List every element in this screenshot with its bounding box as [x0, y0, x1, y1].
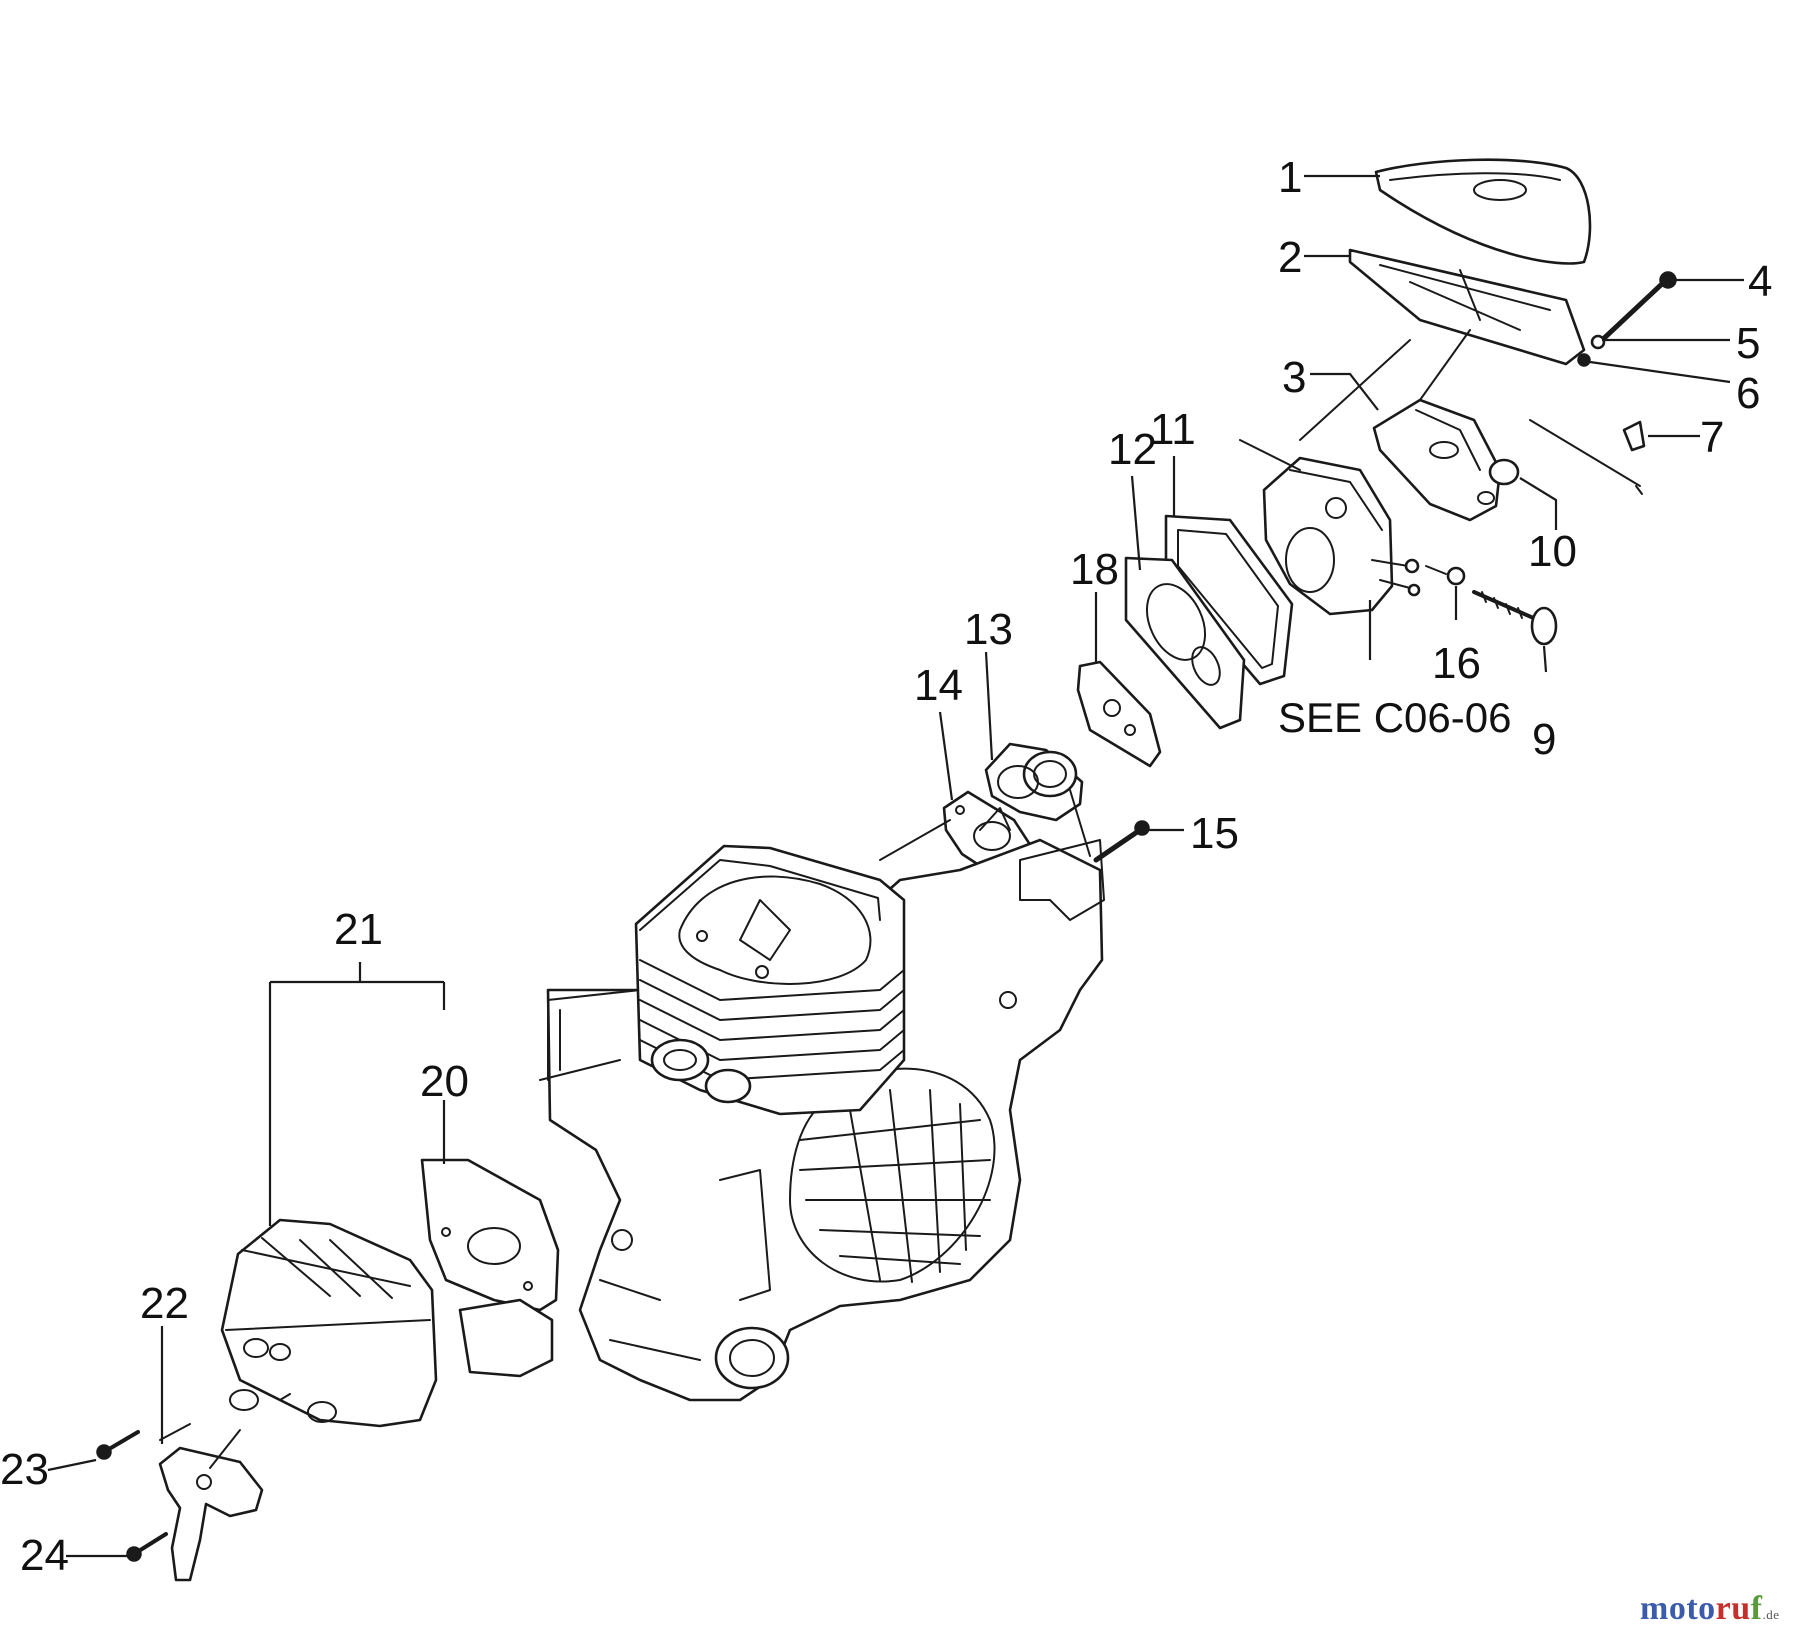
- callout-4: 4: [1748, 257, 1772, 306]
- callout-15: 15: [1190, 809, 1239, 858]
- callout-2: 2: [1278, 233, 1302, 282]
- see-reference-note: SEE C06-06: [1278, 694, 1511, 741]
- logo-part-2: ru: [1715, 1590, 1751, 1627]
- callout-21: 21: [334, 905, 383, 954]
- part-20-gasket: [420, 1158, 560, 1312]
- engine-crankcase: [539, 807, 1105, 1402]
- callout-7: 7: [1700, 413, 1724, 462]
- callout-24: 24: [20, 1531, 69, 1580]
- callout-6: 6: [1736, 369, 1760, 418]
- callout-13: 13: [964, 605, 1013, 654]
- callout-1: 1: [1278, 153, 1302, 202]
- part-1-filter-cover: [1374, 158, 1592, 265]
- callout-20: 20: [420, 1057, 469, 1106]
- callout-18: 18: [1070, 545, 1119, 594]
- leader-lines: [47, 174, 1744, 1558]
- part-15-screw: [1093, 820, 1150, 863]
- part-5-washer: [1590, 334, 1606, 350]
- callout-12: 12: [1108, 425, 1157, 474]
- motoruf-watermark-logo: motoruf.de: [1640, 1590, 1780, 1628]
- callout-10: 10: [1528, 527, 1577, 576]
- logo-suffix: .de: [1762, 1607, 1780, 1622]
- part-10-grommet: [1488, 458, 1520, 486]
- part-23-screw: [96, 1430, 140, 1460]
- callout-23: 23: [0, 1445, 49, 1494]
- callout-22: 22: [140, 1279, 189, 1328]
- part-13-intake-flange: [984, 742, 1084, 822]
- part-4-bolt: [1597, 271, 1677, 345]
- part-7-fitting: [1529, 419, 1646, 495]
- alignment-lines: [879, 339, 1411, 861]
- logo-part-3: f: [1750, 1590, 1763, 1627]
- part-9-screw: [1472, 590, 1558, 646]
- part-21-muffler: [220, 1218, 554, 1428]
- callout-16: 16: [1432, 639, 1481, 688]
- callout-5: 5: [1736, 319, 1760, 368]
- part-22-bracket: [158, 1423, 264, 1582]
- callout-14: 14: [914, 661, 963, 710]
- carburetor: [1262, 456, 1421, 616]
- callout-3: 3: [1282, 353, 1306, 402]
- part-16-washer: [1425, 565, 1466, 586]
- callout-labels: 1 2 3 4 5 6 7 9 10 11 12 13 14 15 16 18 …: [0, 153, 1772, 1580]
- logo-part-1: moto: [1640, 1590, 1716, 1627]
- part-12-spacer: [1124, 556, 1246, 730]
- cylinder: [634, 844, 906, 1116]
- callout-11: 11: [1150, 405, 1196, 454]
- part-3-adapter: [1372, 329, 1502, 522]
- part-2-filter-element: [1348, 248, 1586, 366]
- part-18-insulator: [1076, 660, 1162, 768]
- part-6-nut: [1577, 353, 1591, 367]
- part-24-screw: [126, 1532, 168, 1562]
- callout-9: 9: [1532, 715, 1556, 764]
